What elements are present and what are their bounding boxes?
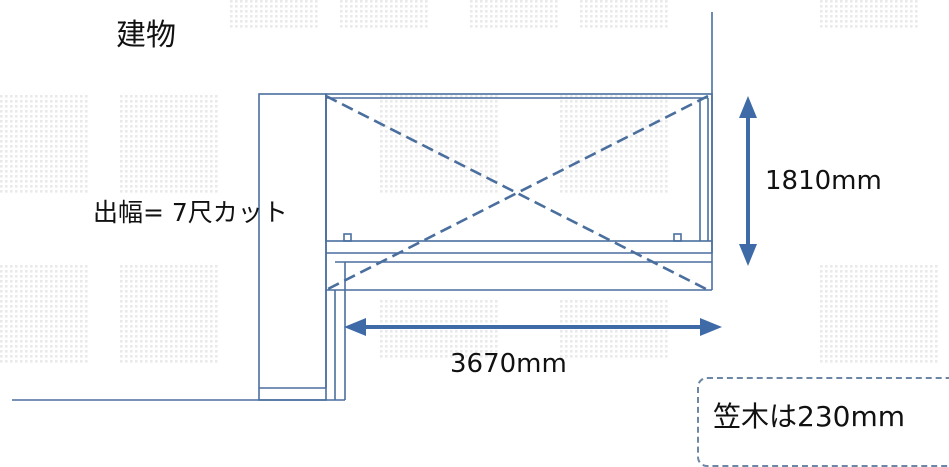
width-dimension-arrow [344,318,722,336]
width-dimension-label: 3670mm [450,349,567,379]
bracket-right [673,233,682,242]
structure-lines [12,12,713,401]
left-post-outer [258,93,327,401]
height-dimension-label: 1810mm [765,166,882,196]
building-label: 建物 [116,18,176,53]
kasagi-note-box: 笠木は230mm [697,377,949,467]
projection-label: 出幅= 7尺カット [93,198,288,227]
watermark-pattern [0,0,940,365]
bracket-left [343,233,352,242]
height-dimension-arrow [739,96,757,266]
roof-frame [325,93,713,242]
carport-plan-diagram [0,0,940,401]
kasagi-note-text: 笠木は230mm [713,400,905,433]
